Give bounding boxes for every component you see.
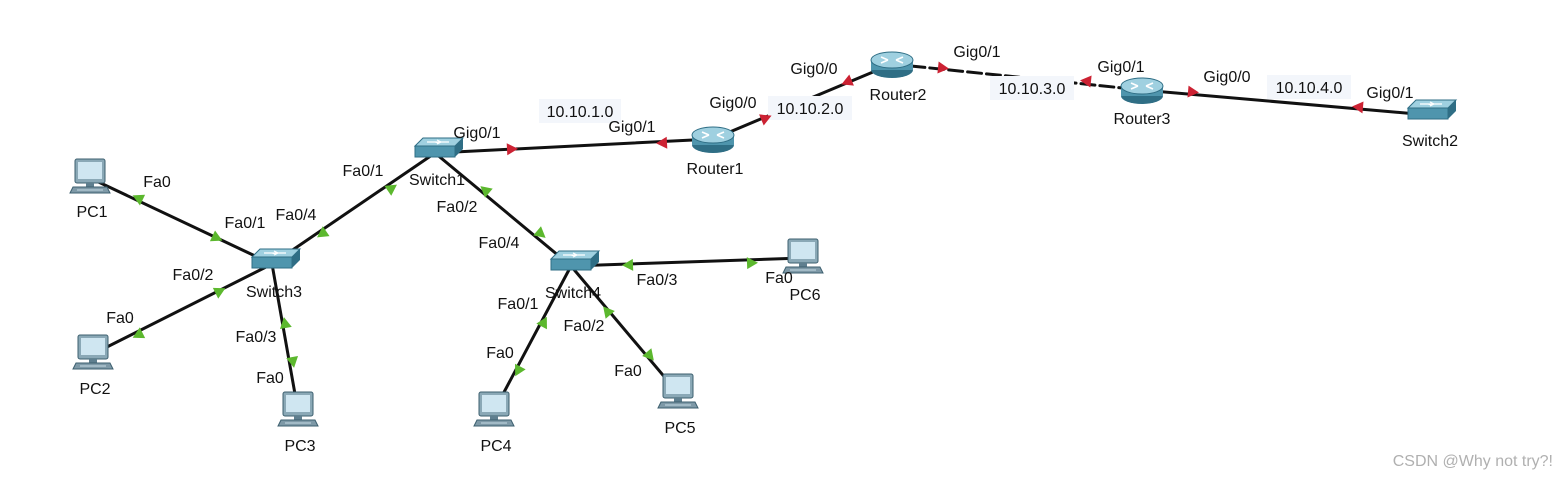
network-labels-layer: 10.10.1.0 10.10.2.0 10.10.3.0 10.10.4.0: [539, 75, 1351, 123]
port-status-marker-switch3-Fa0-3: [279, 317, 292, 329]
pc3-pc-icon[interactable]: [277, 391, 319, 427]
pc5-name-label: PC5: [664, 420, 695, 437]
port-markers-layer: [132, 61, 1364, 377]
link-pc5-switch4: [569, 264, 680, 395]
port-status-marker-switch4-Fa0-3: [622, 258, 634, 271]
port-status-marker-pc5-Fa0: [642, 348, 654, 361]
port-label-switch4-Fa0-4: Fa0/4: [479, 235, 520, 252]
port-status-marker-pc4-Fa0: [515, 363, 526, 377]
pc1-name-label: PC1: [76, 204, 107, 221]
switch2-name-label: Switch2: [1402, 133, 1458, 150]
port-status-marker-switch1-Gig0-1: [506, 143, 518, 156]
port-label-switch3-Fa0-2: Fa0/2: [173, 267, 214, 284]
port-status-marker-switch4-Fa0-1: [536, 316, 547, 330]
port-status-marker-router2-Gig0-1: [937, 61, 949, 74]
router3-router-icon[interactable]: [1120, 77, 1164, 104]
pc3-name-label: PC3: [284, 438, 315, 455]
switch1-switch-icon[interactable]: [413, 137, 465, 158]
link-pc1-switch3: [88, 176, 274, 266]
network-label-10-10-3-0: 10.10.3.0: [990, 76, 1074, 100]
switch3-switch-icon[interactable]: [250, 248, 302, 269]
pc2-name-label: PC2: [79, 381, 110, 398]
port-status-marker-switch4-Fa0-2: [603, 306, 615, 319]
port-label-pc1-Fa0: Fa0: [143, 174, 171, 191]
link-pc4-switch4: [492, 264, 573, 413]
switch2-switch-icon[interactable]: [1406, 99, 1458, 120]
port-status-marker-switch4-Fa0-4: [533, 226, 546, 238]
link-pc2-switch3: [91, 262, 274, 356]
router3-name-label: Router3: [1114, 111, 1171, 128]
pc1-pc-icon[interactable]: [69, 158, 111, 194]
port-label-switch3-Fa0-1: Fa0/1: [225, 215, 266, 232]
port-label-switch1-Fa0-1: Fa0/1: [343, 163, 384, 180]
network-label-10-10-4-0: 10.10.4.0: [1267, 75, 1351, 99]
port-status-marker-switch1-Fa0-1: [384, 184, 397, 196]
port-labels-layer: Fa0Fa0/1Fa0Fa0/2Fa0Fa0/3Fa0/4Fa0/1Fa0/2F…: [106, 44, 1413, 387]
pc5-pc-icon[interactable]: [657, 373, 699, 409]
router2-router-icon[interactable]: [870, 51, 914, 78]
port-label-switch4-Fa0-2: Fa0/2: [564, 318, 605, 335]
switch1-name-label: Switch1: [409, 172, 465, 189]
port-status-marker-pc1-Fa0: [132, 194, 146, 206]
port-label-pc6-Fa0: Fa0: [765, 270, 793, 287]
port-label-switch4-Fa0-1: Fa0/1: [498, 296, 539, 313]
port-status-marker-switch1-Fa0-2: [480, 186, 493, 198]
port-label-switch3-Fa0-4: Fa0/4: [276, 207, 317, 224]
switch3-name-label: Switch3: [246, 284, 302, 301]
router1-router-icon[interactable]: [691, 126, 735, 153]
port-status-marker-pc3-Fa0: [286, 356, 299, 368]
network-label-10-10-2-0: 10.10.2.0: [768, 96, 852, 120]
port-status-marker-switch3-Fa0-2: [212, 287, 226, 299]
port-status-marker-router1-Gig0-1: [656, 136, 668, 149]
port-label-router3-Gig0-1: Gig0/1: [1097, 59, 1144, 76]
watermark: CSDN @Why not try?!: [1393, 453, 1553, 470]
port-label-pc2-Fa0: Fa0: [106, 310, 134, 327]
link-switch1-switch4: [433, 151, 573, 268]
port-label-switch3-Fa0-3: Fa0/3: [236, 329, 277, 346]
port-label-pc3-Fa0: Fa0: [256, 370, 284, 387]
network-address: 10.10.3.0: [999, 81, 1066, 98]
pc4-pc-icon[interactable]: [473, 391, 515, 427]
pc6-pc-icon[interactable]: [782, 238, 824, 274]
port-label-router1-Gig0-1: Gig0/1: [608, 119, 655, 136]
port-label-switch2-Gig0-1: Gig0/1: [1366, 85, 1413, 102]
port-label-pc5-Fa0: Fa0: [614, 363, 642, 380]
port-label-switch4-Fa0-3: Fa0/3: [637, 272, 678, 289]
port-label-switch1-Gig0-1: Gig0/1: [453, 125, 500, 142]
link-pc6-switch4: [569, 256, 805, 268]
port-status-marker-switch2-Gig0-1: [1352, 101, 1364, 114]
port-status-marker-switch3-Fa0-1: [209, 230, 223, 242]
network-address: 10.10.4.0: [1276, 80, 1343, 97]
port-label-router2-Gig0-0: Gig0/0: [790, 61, 837, 78]
port-status-marker-router2-Gig0-0: [841, 74, 854, 86]
network-address: 10.10.1.0: [547, 104, 614, 121]
port-status-marker-router3-Gig0-0: [1187, 85, 1199, 98]
link-pc3-switch3: [270, 262, 300, 413]
link-switch3-switch1: [270, 151, 437, 266]
port-status-marker-switch3-Fa0-4: [317, 226, 330, 238]
port-status-marker-router3-Gig0-1: [1080, 75, 1092, 88]
network-label-10-10-1-0: 10.10.1.0: [539, 99, 621, 123]
port-label-pc4-Fa0: Fa0: [486, 345, 514, 362]
port-status-marker-router1-Gig0-0: [759, 114, 772, 126]
network-address: 10.10.2.0: [777, 101, 844, 118]
port-label-router1-Gig0-0: Gig0/0: [709, 95, 756, 112]
pc4-name-label: PC4: [480, 438, 511, 455]
switch4-switch-icon[interactable]: [549, 250, 601, 271]
port-status-marker-pc6-Fa0: [746, 257, 758, 270]
port-label-router3-Gig0-0: Gig0/0: [1203, 69, 1250, 86]
port-label-switch1-Fa0-2: Fa0/2: [437, 199, 478, 216]
port-label-router2-Gig0-1: Gig0/1: [953, 44, 1000, 61]
pc2-pc-icon[interactable]: [72, 334, 114, 370]
switch4-name-label: Switch4: [545, 285, 601, 302]
pc6-name-label: PC6: [789, 287, 820, 304]
router1-name-label: Router1: [687, 161, 744, 178]
router2-name-label: Router2: [870, 87, 927, 104]
port-status-marker-pc2-Fa0: [132, 327, 146, 339]
